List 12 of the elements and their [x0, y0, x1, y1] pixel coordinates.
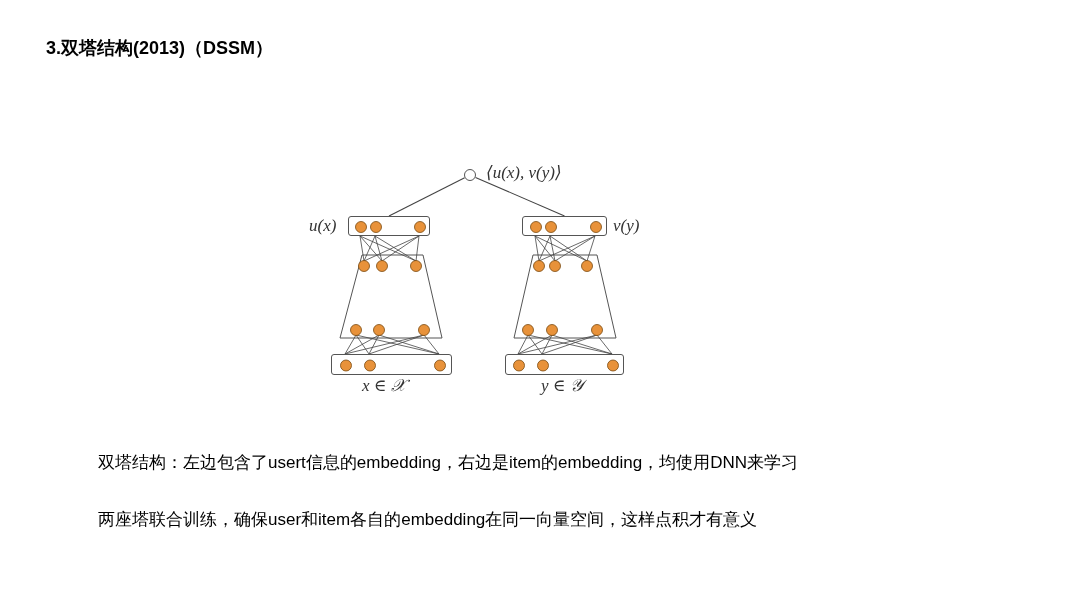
connector-line	[474, 176, 566, 217]
neuron-layer-box	[348, 216, 430, 236]
math-label: u(x)	[309, 217, 337, 234]
description-text: 两座塔联合训练，确保user和item各自的embedding在同一向量空间，这样点积才有意义	[98, 509, 758, 531]
title: 3.双塔结构(2013)（DSSM）	[46, 37, 274, 60]
math-label: v(y)	[613, 217, 640, 234]
math-label: ⟨u(x), v(y)⟩	[486, 164, 562, 181]
neuron-layer-box	[331, 354, 452, 375]
neuron-layer-box	[505, 354, 624, 375]
neuron-layer-box	[522, 216, 607, 236]
description-text: 双塔结构：左边包含了usert信息的embedding，右边是item的embedding，均使用DNN来学习	[98, 452, 798, 474]
connector-line	[388, 177, 466, 217]
